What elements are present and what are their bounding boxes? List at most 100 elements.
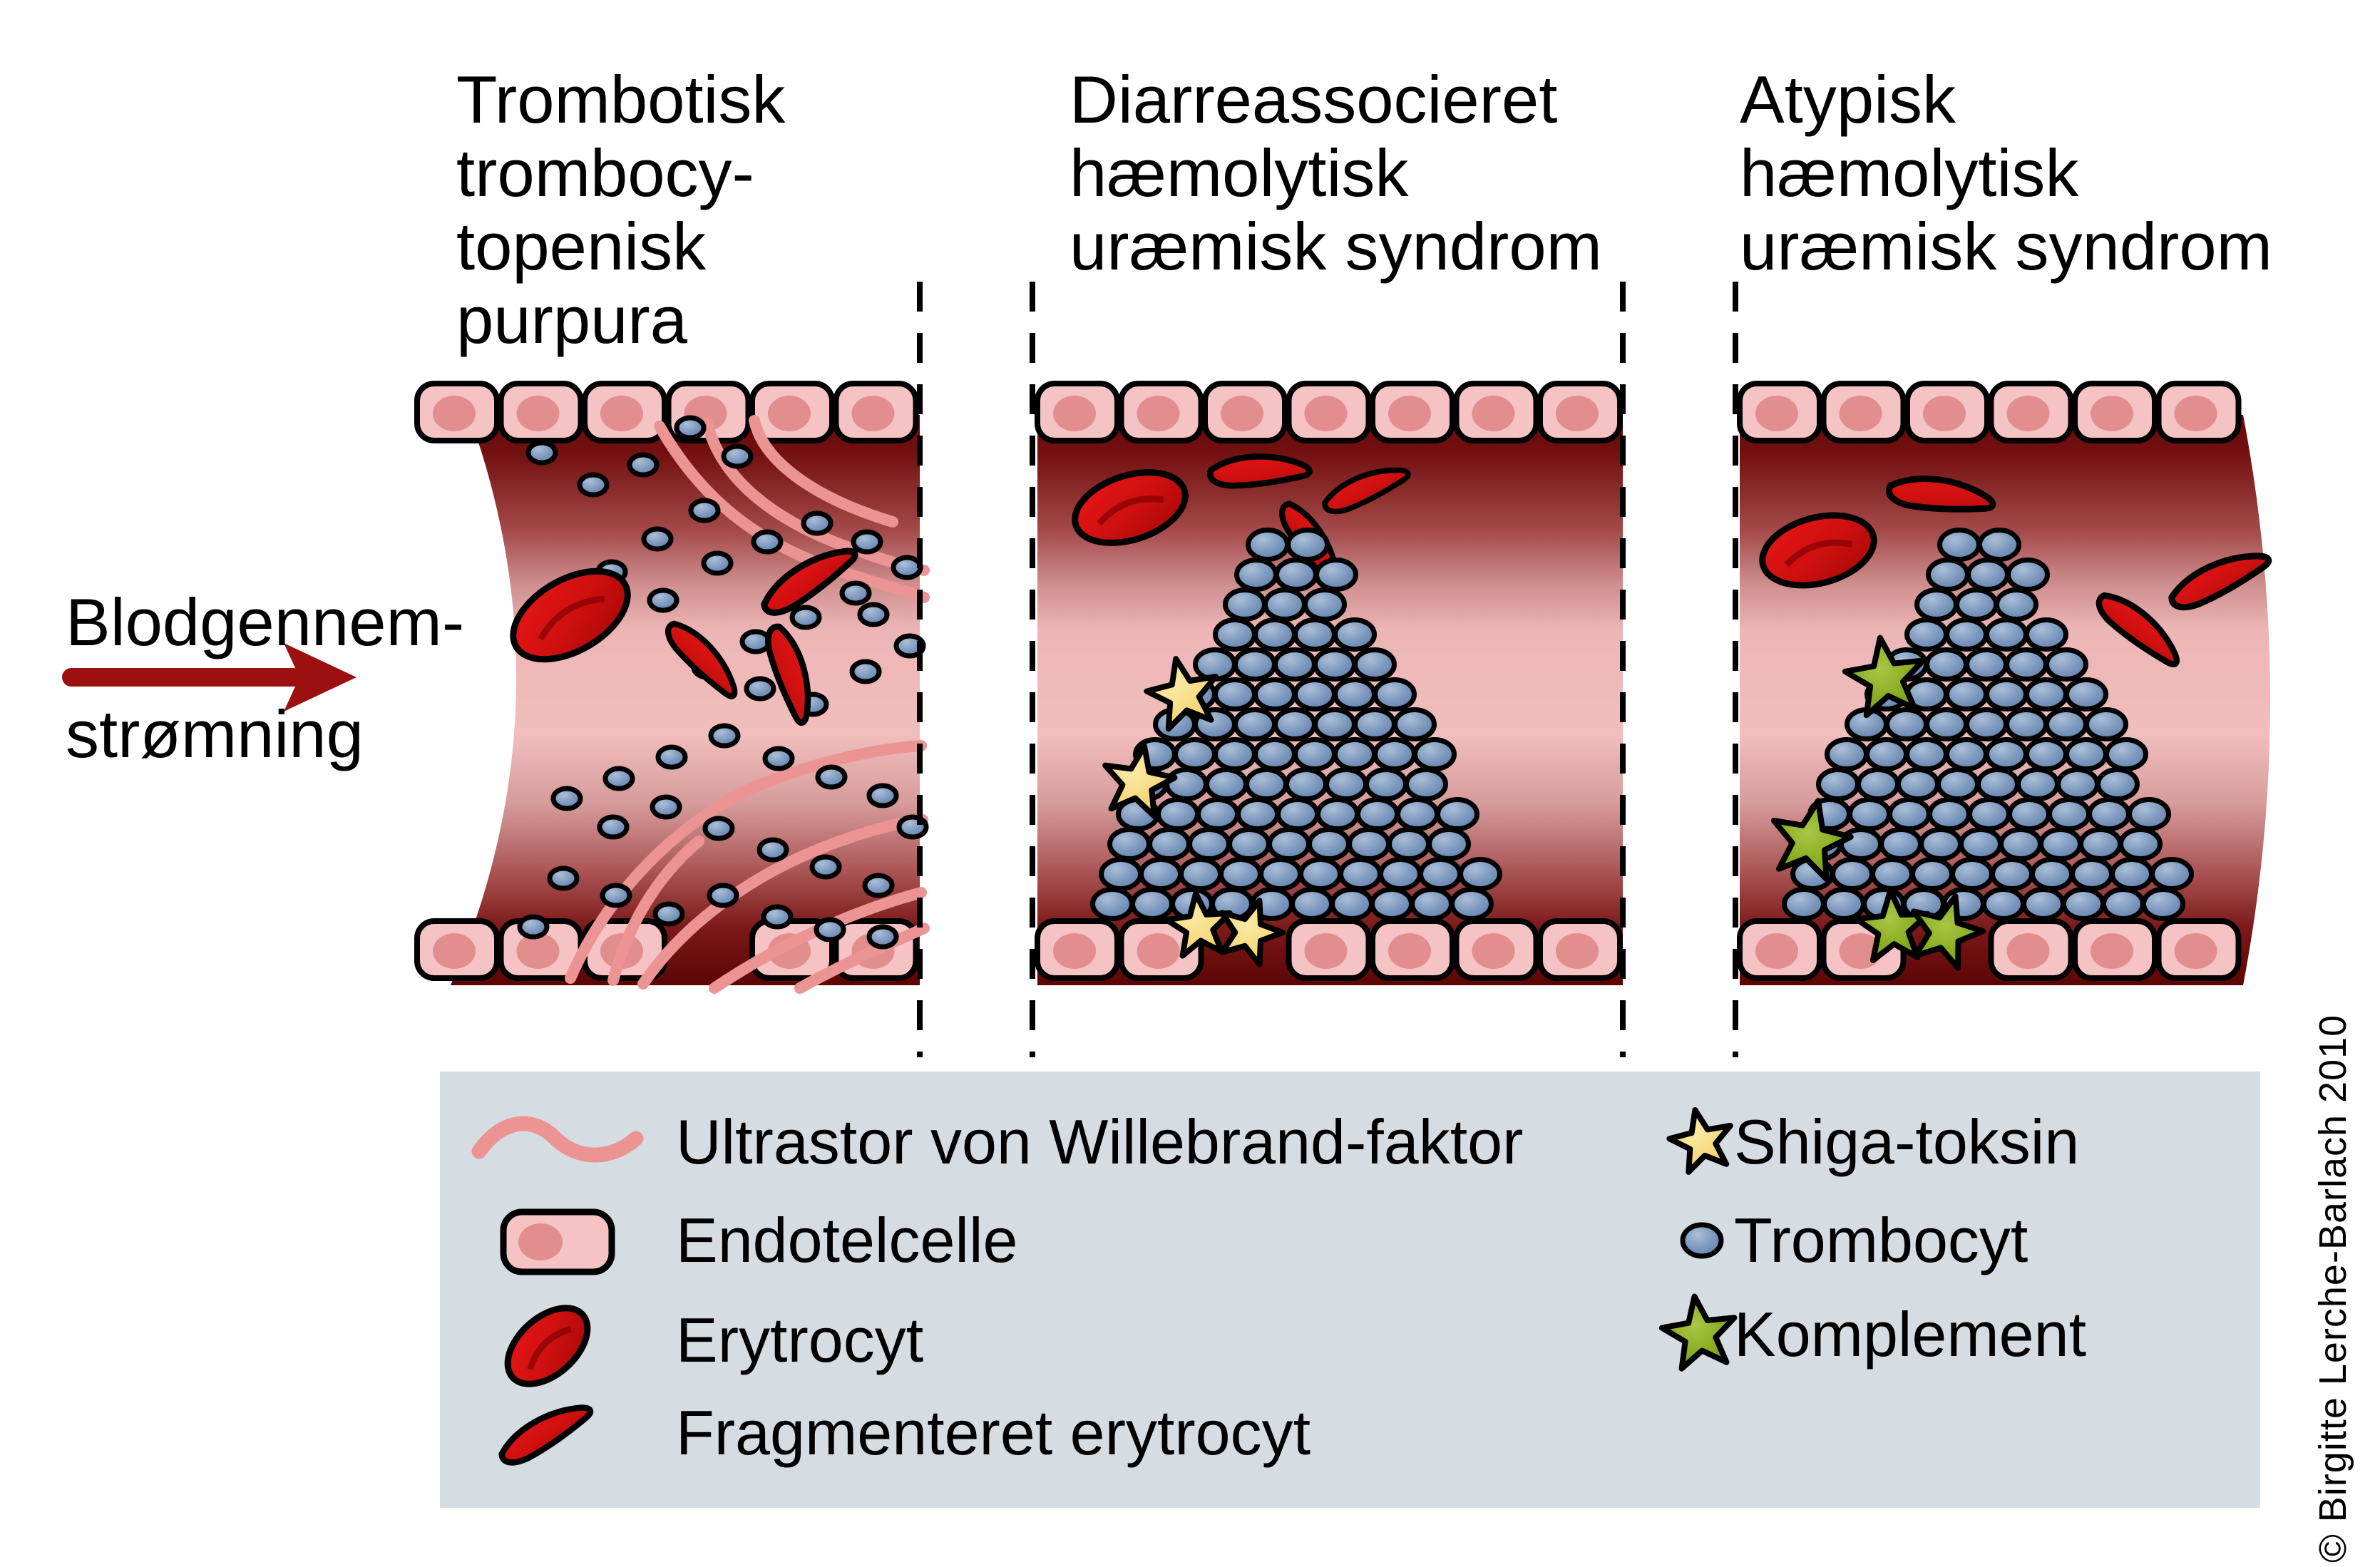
platelet-icon xyxy=(2044,647,2088,682)
platelet-icon xyxy=(1313,707,1357,741)
platelet-icon xyxy=(1233,707,1277,741)
erythrocyte-icon xyxy=(504,1305,591,1387)
platelet-icon xyxy=(849,659,882,684)
platelet-icon xyxy=(1253,737,1297,771)
panel-title-line: topenisk xyxy=(456,209,707,284)
platelet-icon xyxy=(647,587,679,613)
platelet-icon xyxy=(1258,857,1303,891)
platelet-icon xyxy=(1984,737,2028,771)
platelet-icon xyxy=(1347,827,1391,861)
platelet-icon xyxy=(2096,767,2140,801)
platelet-icon xyxy=(1387,827,1431,861)
platelet-icon xyxy=(547,865,580,891)
platelet-icon xyxy=(1450,887,1494,921)
fragmented-erythrocyte-icon xyxy=(2096,592,2180,667)
platelet-icon xyxy=(1338,857,1383,891)
endothelial-cell xyxy=(1035,918,1120,981)
panel-title-atypical-hus: Atypisk hæmolytisk uræmisk syndrom xyxy=(1740,62,2272,284)
platelet-icon xyxy=(809,854,842,880)
platelet-icon xyxy=(1273,707,1317,741)
platelet-icon xyxy=(2150,857,2194,891)
endothelial-cell xyxy=(2072,918,2158,981)
platelet-icon xyxy=(1286,528,1330,562)
platelet-icon xyxy=(2004,707,2048,741)
platelet-icon xyxy=(701,550,734,576)
platelet-icon xyxy=(2087,797,2131,831)
endothelial-cell xyxy=(1370,918,1455,981)
legend-labels: Ultrastor von Willebrand-faktor Endotelc… xyxy=(676,1106,2086,1468)
endothelial-cell xyxy=(1202,381,1288,443)
endothelial-cell xyxy=(2155,381,2242,443)
platelet-icon xyxy=(1099,857,1143,891)
vwf-strand-icon xyxy=(794,923,930,994)
panel-title-line: hæmolytisk xyxy=(1070,135,1409,210)
platelet-icon xyxy=(1298,857,1343,891)
platelet-icon xyxy=(857,602,890,627)
platelet-icon xyxy=(1870,857,1914,891)
platelet-icon xyxy=(1904,737,1949,771)
endothelial-cell-icon xyxy=(500,1208,615,1275)
platelet-icon xyxy=(1680,1222,1724,1259)
platelet-icon xyxy=(1355,797,1400,831)
platelet-icon xyxy=(1290,887,1334,921)
endothelial-cell xyxy=(1988,381,2074,443)
platelet-icon xyxy=(762,746,795,771)
platelet-icon xyxy=(702,816,735,841)
flow-label-line: strømning xyxy=(66,697,364,771)
legend-label-vwf: Ultrastor von Willebrand-faktor xyxy=(676,1106,1523,1177)
platelet-icon xyxy=(1984,617,2028,652)
platelet-icon xyxy=(525,440,558,466)
platelet-icon xyxy=(2044,707,2088,741)
panel-title-line: hæmolytisk xyxy=(1740,135,2079,210)
platelet-icon xyxy=(2024,677,2068,711)
panel-titles: Trombotisk trombocy- topenisk purpura Di… xyxy=(456,62,2272,357)
platelet-icon xyxy=(756,837,789,863)
fragmented-erythrocyte-icon xyxy=(1885,476,1996,513)
panel-title-ttp: Trombotisk trombocy- topenisk purpura xyxy=(456,62,786,357)
platelet-icon xyxy=(1427,827,1471,861)
platelet-icon xyxy=(1458,857,1502,891)
blood-flow-arrow-icon xyxy=(62,643,357,711)
legend-label-platelet: Trombocyt xyxy=(1734,1205,2028,1275)
platelet-icon xyxy=(1822,887,1866,921)
endothelial-cell xyxy=(414,918,500,981)
platelet-icon xyxy=(2056,767,2100,801)
platelet-icon xyxy=(1284,767,1328,801)
platelet-icon xyxy=(1130,887,1174,921)
panel-title-line: Trombotisk xyxy=(456,62,786,137)
platelet-icon xyxy=(1333,677,1377,711)
platelet-icon xyxy=(1944,677,1989,711)
platelet-icon xyxy=(2118,827,2163,861)
platelet-icon xyxy=(1353,707,1397,741)
endothelial-cell xyxy=(1453,918,1539,981)
endothelial-cell xyxy=(2072,381,2158,443)
platelet-icon xyxy=(1227,827,1271,861)
platelet-icon xyxy=(1864,737,1909,771)
platelet-icon xyxy=(1307,827,1351,861)
platelet-icon xyxy=(2007,797,2051,831)
platelet-icon xyxy=(1213,617,1257,652)
platelet-icon xyxy=(1315,797,1360,831)
platelet-icon xyxy=(1324,767,1368,801)
platelet-icon xyxy=(655,744,688,770)
panel-title-line: trombocy- xyxy=(456,135,754,210)
platelet-icon xyxy=(2024,737,2068,771)
shiga-toxin-icon xyxy=(1219,898,1286,967)
platelet-icon xyxy=(1950,857,1994,891)
vwf-strand-icon xyxy=(471,1116,644,1163)
platelet-icon xyxy=(1924,647,1969,682)
platelet-icon xyxy=(1904,617,1949,652)
shiga-toxin-icon xyxy=(1666,1107,1733,1175)
platelet-icon xyxy=(2064,737,2108,771)
platelet-icon xyxy=(1887,797,1932,831)
platelet-icon xyxy=(577,472,610,498)
platelet-icon xyxy=(862,873,895,898)
endothelium-bottom-atypical-hus xyxy=(1737,918,2242,981)
platelet-icon xyxy=(1196,797,1240,831)
panel-title-line: purpura xyxy=(456,282,688,357)
platelet-icon xyxy=(1253,617,1297,652)
endothelial-cell xyxy=(1286,381,1372,443)
platelet-icon xyxy=(641,526,674,552)
platelet-icon xyxy=(707,883,739,908)
platelet-icon xyxy=(1274,558,1318,592)
